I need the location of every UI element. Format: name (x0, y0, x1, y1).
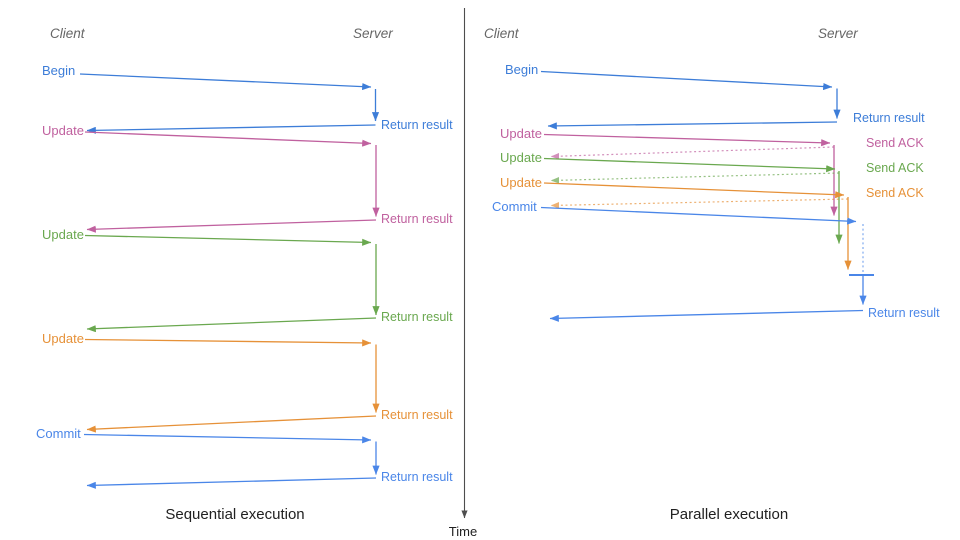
right-panel-title: Parallel execution (670, 506, 788, 523)
left-update2-request-arrow (84, 234, 372, 246)
right-update2-request-arrow (543, 157, 836, 173)
left-update2-label: Update (42, 227, 84, 242)
right-update3-ack-label: Send ACK (866, 186, 924, 200)
left-commit-response-arrow (86, 477, 377, 489)
left-commit-request-arrow (83, 433, 372, 444)
right-panel: Client Server Begin Return result Update… (484, 26, 940, 523)
left-begin-label: Begin (42, 63, 75, 78)
time-axis-label: Time (449, 524, 477, 539)
left-update2-response-label: Return result (381, 310, 453, 324)
right-commit-request-arrow (540, 206, 857, 225)
right-commit-label: Commit (492, 199, 537, 214)
right-update3-request-arrow (543, 182, 845, 199)
right-update1-request-arrow (543, 133, 831, 147)
left-update3-response-label: Return result (381, 408, 453, 422)
time-axis: Time (449, 8, 477, 539)
right-update1-ack-arrow (550, 146, 835, 160)
right-update2-ack-label: Send ACK (866, 161, 924, 175)
right-begin-request-arrow (540, 70, 833, 91)
left-update3-response-arrow (86, 415, 377, 433)
left-update1-response-arrow (86, 219, 377, 233)
left-update1-label: Update (42, 123, 84, 138)
left-update3-request-arrow (84, 338, 372, 347)
left-update2-response-arrow (86, 317, 377, 333)
right-update1-label: Update (500, 126, 542, 141)
left-begin-response-arrow (86, 124, 376, 134)
right-update1-ack-label: Send ACK (866, 136, 924, 150)
left-update1-response-label: Return result (381, 212, 453, 226)
right-update3-ack-arrow (550, 198, 849, 209)
right-begin-response-arrow (547, 121, 838, 130)
left-server-header: Server (353, 26, 393, 41)
right-update3-label: Update (500, 175, 542, 190)
right-begin-label: Begin (505, 62, 538, 77)
left-begin-request-arrow (79, 73, 372, 91)
right-client-header: Client (484, 26, 520, 41)
left-begin-response-label: Return result (381, 118, 453, 132)
left-panel-title: Sequential execution (165, 506, 304, 523)
left-update3-label: Update (42, 331, 84, 346)
right-server-header: Server (818, 26, 858, 41)
left-commit-label: Commit (36, 426, 81, 441)
left-update1-request-arrow (84, 131, 372, 147)
left-commit-response-label: Return result (381, 470, 453, 484)
right-update2-label: Update (500, 150, 542, 165)
right-commit-response-label: Return result (868, 306, 940, 320)
left-panel: Client Server Begin Return result Update… (36, 26, 453, 523)
right-update2-ack-arrow (550, 172, 840, 184)
right-begin-response-label: Return result (853, 111, 925, 125)
right-commit-response-arrow (549, 309, 864, 322)
left-client-header: Client (50, 26, 86, 41)
